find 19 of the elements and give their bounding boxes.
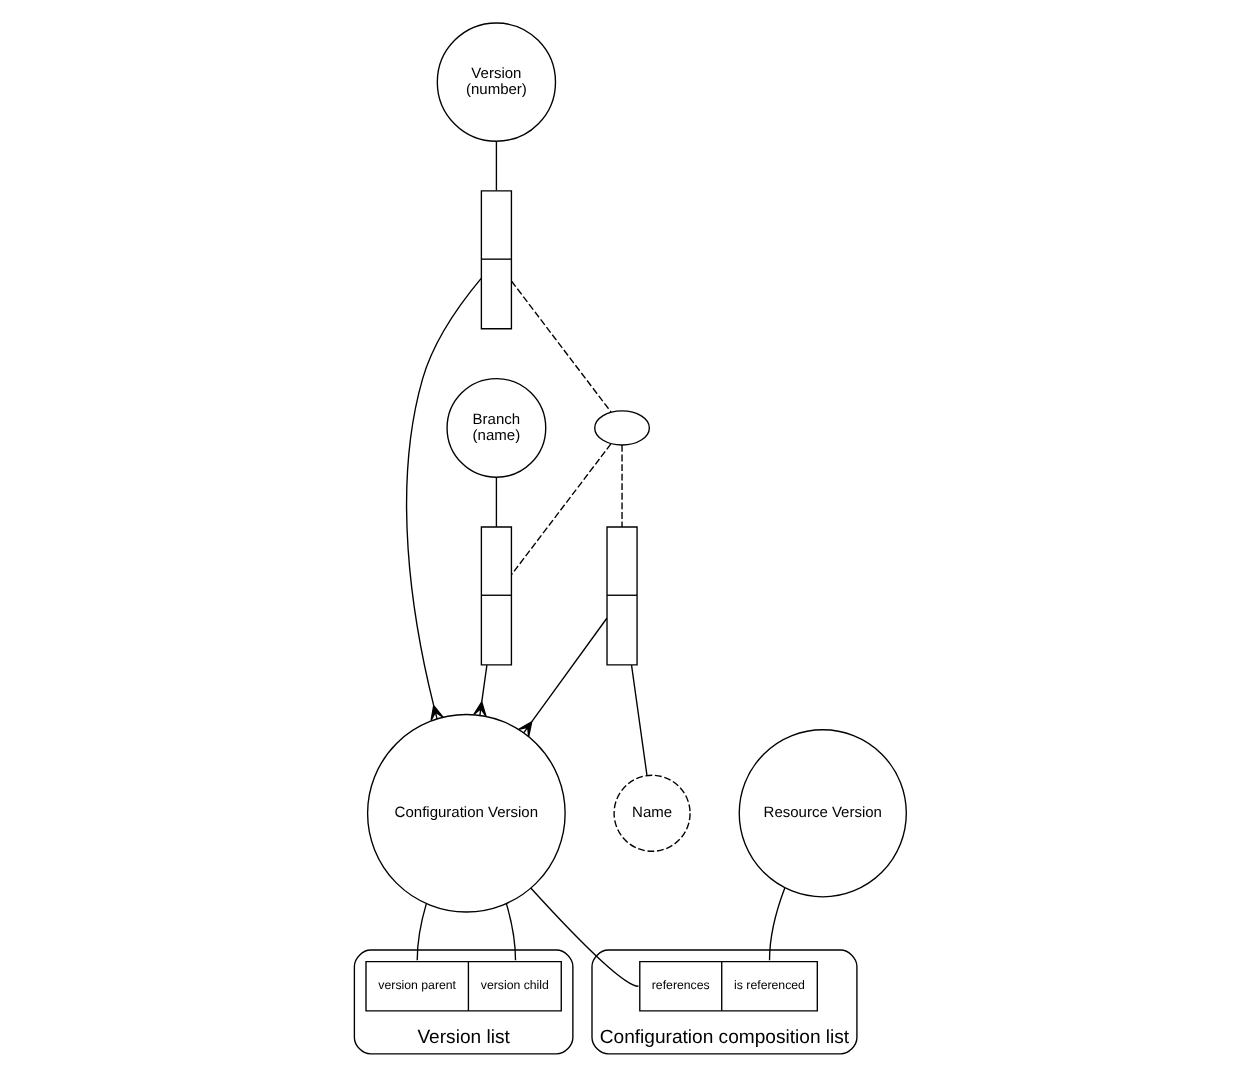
connector: [406, 277, 482, 722]
node-circle: Version (number): [436, 22, 557, 142]
connector: [495, 140, 498, 192]
connector: [530, 887, 640, 987]
node-circle: Configuration Version: [366, 713, 566, 913]
connector: [630, 664, 648, 777]
connector: [416, 902, 428, 961]
connector: [768, 887, 786, 961]
connector: [511, 280, 612, 413]
connector: [495, 476, 498, 528]
node-circle: Branch (name): [446, 377, 547, 478]
connector: [621, 444, 623, 528]
node-circle: Resource Version: [738, 729, 907, 898]
node-ellipse: [594, 410, 651, 446]
node-circle: Name: [613, 774, 691, 852]
connector: [518, 617, 608, 738]
connector: [510, 443, 612, 576]
connector: [473, 664, 488, 717]
connector: [505, 902, 517, 961]
